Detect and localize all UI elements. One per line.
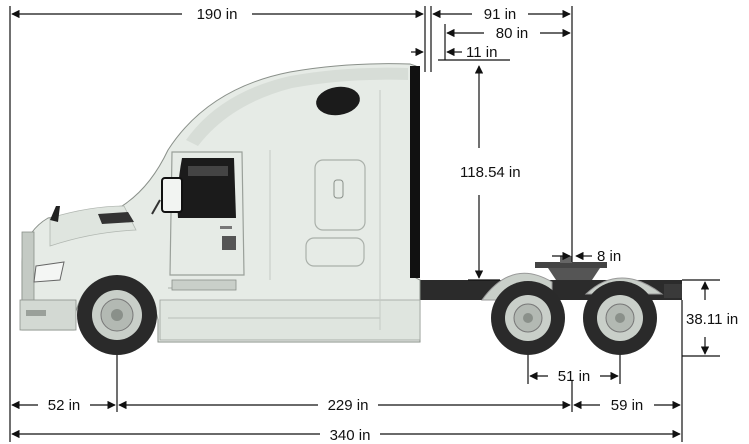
dim-118-54: 118.54 in xyxy=(460,164,521,181)
grille xyxy=(21,231,35,303)
hood-vent xyxy=(98,212,134,224)
rear-wheel-rear xyxy=(583,281,657,355)
dimension-annotations: 190 in 91 in 80 in 11 in 118.54 in 8 in … xyxy=(9,6,738,444)
rear-wheel-front xyxy=(491,281,565,355)
sleeper-handle xyxy=(333,179,344,199)
cab-step xyxy=(171,279,237,291)
front-wheel xyxy=(77,275,157,355)
side-mirror xyxy=(161,177,183,213)
dim-11: 11 in xyxy=(466,44,497,61)
sleeper-window xyxy=(316,86,360,116)
dim-340: 340 in xyxy=(330,427,371,444)
dim-38-11: 38.11 in xyxy=(686,311,738,328)
dim-91: 91 in xyxy=(484,6,517,23)
dim-8: 8 in xyxy=(597,248,621,265)
storage-door xyxy=(305,237,365,267)
dim-52: 52 in xyxy=(48,397,81,414)
dim-80: 80 in xyxy=(496,25,529,42)
headlight xyxy=(33,261,65,283)
frame-end-cap xyxy=(664,284,682,298)
sleeper-door xyxy=(314,159,366,231)
dim-229: 229 in xyxy=(328,397,369,414)
dim-51: 51 in xyxy=(558,368,591,385)
cab-rear-fairing xyxy=(410,66,420,278)
door-emblem xyxy=(222,236,236,250)
dim-59: 59 in xyxy=(611,397,644,414)
dim-190: 190 in xyxy=(197,6,238,23)
side-skirt xyxy=(159,299,421,341)
cab-door xyxy=(169,151,245,276)
roof-shade xyxy=(186,67,408,146)
truck-illustration xyxy=(19,63,682,355)
door-handle xyxy=(220,226,232,229)
